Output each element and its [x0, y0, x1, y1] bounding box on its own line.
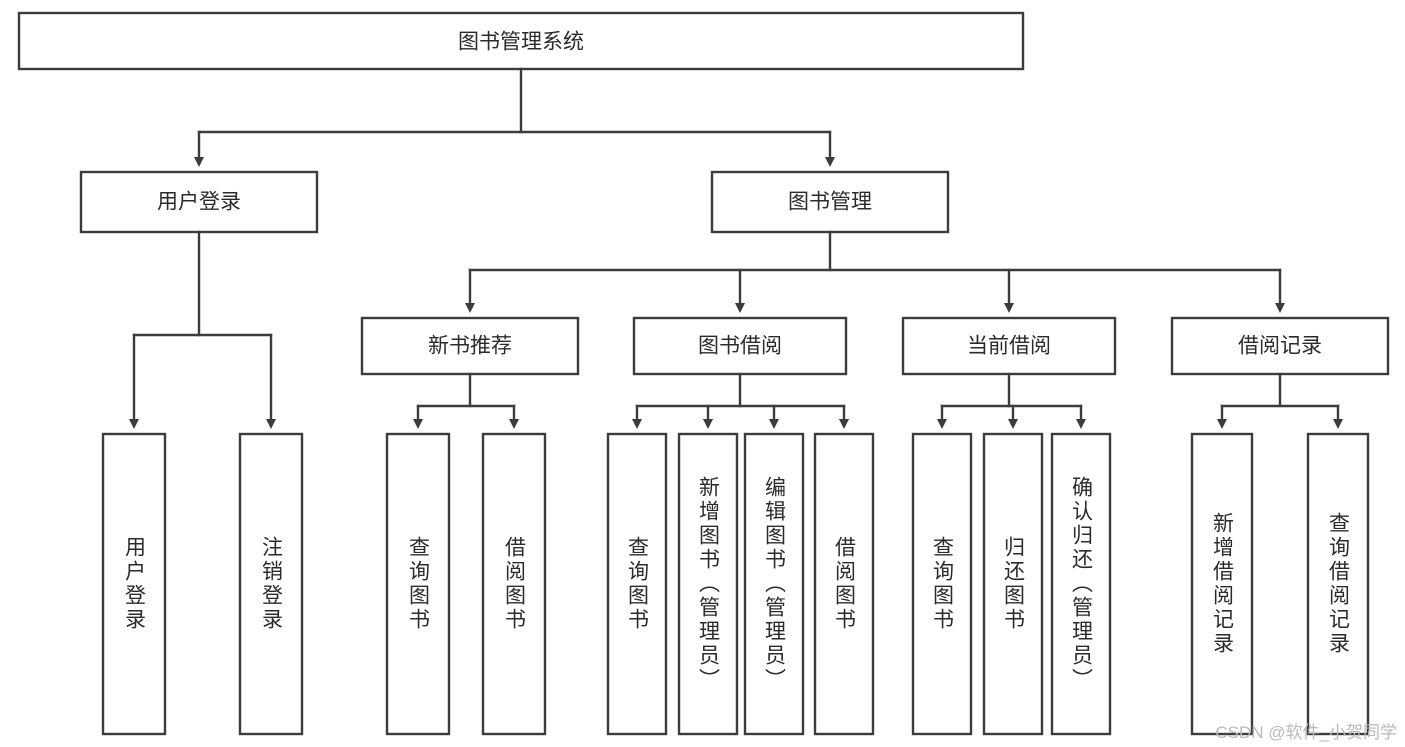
leaf-box-book-borrow-3[interactable]: [813, 432, 875, 736]
node-root-label: 图书管理系统: [458, 31, 584, 54]
node-borrow-record-label: 借阅记录: [1238, 335, 1322, 358]
leaf-box-book-borrow-1[interactable]: [677, 432, 739, 736]
node-user-login-label: 用户登录: [157, 191, 241, 214]
leaf-box-borrow-record-0[interactable]: [1190, 432, 1254, 736]
leaf-box-new-book-1[interactable]: [481, 432, 547, 736]
leaf-box-current-borrow-2[interactable]: [1050, 432, 1112, 736]
node-current-borrow-label: 当前借阅: [967, 335, 1051, 358]
node-current-borrow-box[interactable]: [901, 316, 1117, 376]
node-book-manage-label: 图书管理: [788, 191, 872, 214]
leaf-box-user-login-0[interactable]: [101, 432, 167, 736]
watermark-text: CSDN @软件_小贺同学: [1215, 723, 1397, 742]
node-new-book-recommend-box[interactable]: [360, 316, 580, 376]
leaf-box-new-book-0[interactable]: [385, 432, 451, 736]
leaf-box-book-borrow-0[interactable]: [606, 432, 668, 736]
leaf-box-user-login-1[interactable]: [238, 432, 304, 736]
node-root-box[interactable]: [17, 11, 1025, 71]
leaf-box-borrow-record-1[interactable]: [1306, 432, 1370, 736]
node-user-login-box[interactable]: [79, 170, 319, 234]
node-book-borrow-label: 图书借阅: [698, 335, 782, 358]
leaf-box-book-borrow-2[interactable]: [743, 432, 805, 736]
leaf-box-current-borrow-0[interactable]: [911, 432, 973, 736]
leaf-box-current-borrow-1[interactable]: [982, 432, 1044, 736]
node-new-book-recommend-label: 新书推荐: [428, 335, 512, 358]
